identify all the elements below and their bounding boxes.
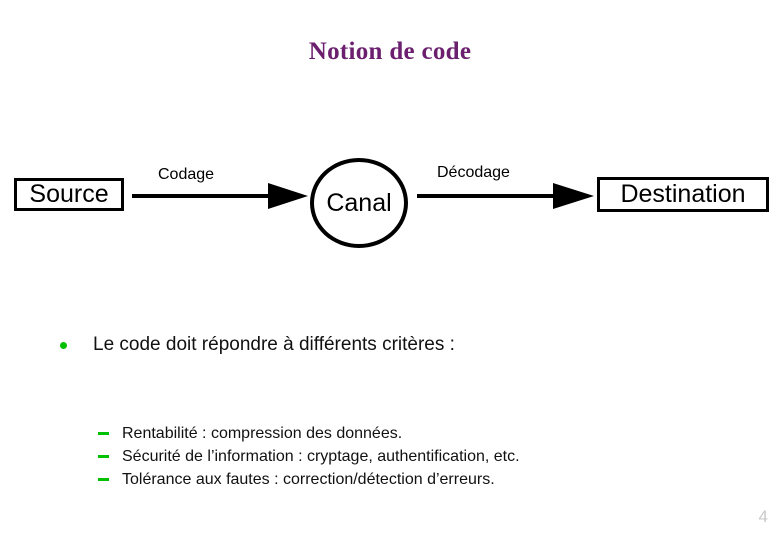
bullet-text: Le code doit répondre à différents critè…	[93, 334, 455, 355]
sub-bullet-text: Tolérance aux fautes : correction/détect…	[122, 471, 495, 488]
bullet-dot-icon	[60, 342, 67, 349]
diagram-arrows	[132, 183, 594, 209]
diagram-node-canal: Canal	[310, 158, 408, 248]
arrow-decodage	[417, 183, 594, 209]
dash-bullet-icon	[98, 478, 109, 481]
diagram-node-destination: Destination	[597, 177, 769, 212]
diagram-edge-label-codage: Codage	[158, 166, 215, 183]
bullet-item-criteres: Le code doit répondre à différents critè…	[60, 332, 455, 358]
list-item: Tolérance aux fautes : correction/détect…	[98, 468, 718, 491]
page-title: Notion de code	[308, 38, 472, 65]
sub-bullet-list: Rentabilité : compression des données. S…	[98, 422, 718, 491]
diagram-edge-label-decodage: Décodage	[437, 164, 510, 181]
arrow-codage	[132, 183, 308, 209]
dash-bullet-icon	[98, 455, 109, 458]
list-item: Rentabilité : compression des données.	[98, 422, 718, 445]
dash-bullet-icon	[98, 432, 109, 435]
sub-bullet-text: Sécurité de l’information : cryptage, au…	[122, 448, 520, 465]
communication-chain-diagram: Source Canal Destination	[0, 150, 780, 260]
list-item: Sécurité de l’information : cryptage, au…	[98, 445, 718, 468]
diagram-node-source: Source	[14, 178, 124, 211]
page-number: 4	[758, 507, 768, 526]
sub-bullet-text: Rentabilité : compression des données.	[122, 425, 403, 442]
